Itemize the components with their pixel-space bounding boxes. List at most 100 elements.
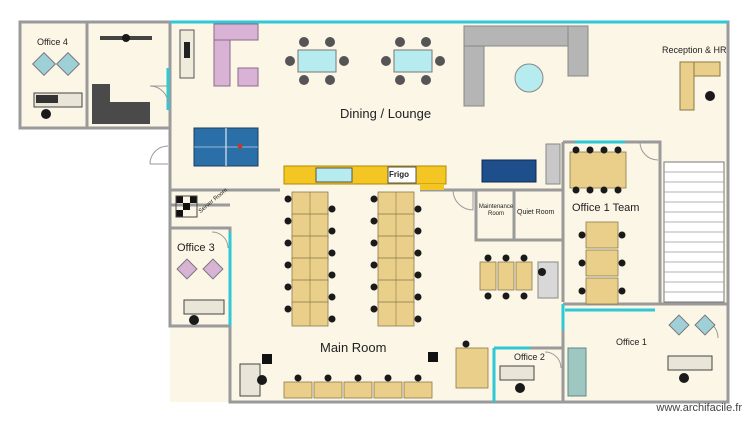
server-room-furniture — [175, 195, 198, 218]
armchair-icon — [668, 314, 690, 336]
chair-icon — [414, 374, 422, 382]
chair-icon — [484, 292, 492, 300]
column-icon — [262, 354, 272, 364]
desk-icon — [585, 249, 619, 277]
printer-icon — [537, 261, 559, 299]
sofa-icon — [567, 347, 587, 397]
door-swing-icon[interactable] — [149, 85, 719, 369]
desk-icon — [497, 261, 515, 291]
column-icon — [428, 352, 438, 362]
chair-icon — [572, 146, 580, 154]
dining-table-left — [285, 37, 349, 85]
chair-icon — [370, 195, 378, 203]
room-label-office-4: Office 4 — [37, 37, 68, 47]
chair-icon — [284, 305, 292, 313]
office-3-furniture — [176, 258, 225, 325]
staircase-icon — [663, 161, 725, 303]
chair-icon — [614, 146, 622, 154]
desk-icon — [479, 261, 497, 291]
armchair-icon — [176, 258, 198, 280]
chair-icon — [578, 259, 586, 267]
chair-icon — [354, 374, 362, 382]
chair-icon — [414, 293, 422, 301]
desk-icon — [667, 355, 713, 371]
desk-icon — [585, 221, 619, 249]
room-label-reception-hr: Reception & HR — [662, 45, 727, 55]
chair-icon — [328, 293, 336, 301]
chair-icon — [370, 305, 378, 313]
armchair-icon — [694, 314, 716, 336]
chair-icon — [284, 217, 292, 225]
sofa-icon — [213, 23, 259, 41]
chair-icon — [384, 374, 392, 382]
chair-icon — [294, 374, 302, 382]
desk-icon — [283, 381, 313, 399]
chair-icon — [600, 186, 608, 194]
coffee-table-icon — [514, 63, 544, 93]
desk-icon — [343, 381, 373, 399]
sofa-icon — [92, 84, 110, 124]
chair-icon — [414, 271, 422, 279]
chair-icon — [328, 249, 336, 257]
room-label-office-1: Office 1 — [616, 337, 647, 347]
office-1-furniture — [567, 314, 716, 397]
chair-icon — [572, 186, 580, 194]
chair-icon — [414, 315, 422, 323]
desk-icon — [455, 347, 489, 389]
desk-icon — [499, 365, 535, 381]
chair-icon — [705, 91, 715, 101]
floors — [20, 22, 728, 402]
chair-icon — [41, 109, 51, 119]
chair-icon — [284, 283, 292, 291]
room-label-quiet-room: Quiet Room — [517, 209, 555, 216]
chair-icon — [189, 315, 199, 325]
chair-icon — [462, 340, 470, 348]
chair-icon — [284, 239, 292, 247]
room-label-office-3: Office 3 — [177, 242, 215, 254]
room-label-office-1-team: Office 1 Team — [572, 202, 640, 214]
desk-icon — [569, 151, 627, 189]
desk-icon — [515, 261, 533, 291]
chair-icon — [502, 254, 510, 262]
chair-icon — [502, 292, 510, 300]
chair-icon — [614, 186, 622, 194]
armchair-icon — [55, 51, 81, 77]
lamp-icon — [122, 34, 130, 42]
chair-icon — [520, 292, 528, 300]
floor-main — [170, 190, 563, 402]
chair-icon — [618, 231, 626, 239]
office-4-furniture — [31, 34, 152, 124]
chair-icon — [618, 287, 626, 295]
chair-icon — [414, 249, 422, 257]
dining-furniture — [179, 23, 721, 190]
room-label-office-2: Office 2 — [514, 352, 545, 362]
chair-icon — [578, 287, 586, 295]
fridge-icon — [387, 166, 417, 184]
chair-icon — [679, 373, 689, 383]
chair-icon — [370, 239, 378, 247]
desk-icon — [183, 299, 225, 315]
chair-icon — [520, 254, 528, 262]
sofa-icon — [108, 102, 150, 124]
armchair-icon — [31, 51, 57, 77]
chair-icon — [586, 146, 594, 154]
monitor-icon — [36, 95, 58, 103]
desk-layer — [283, 146, 627, 399]
glass-walls — [166, 20, 728, 402]
chair-icon — [484, 254, 492, 262]
chair-icon — [328, 205, 336, 213]
chair-icon — [578, 231, 586, 239]
watermark[interactable]: www.archifacile.fr — [656, 402, 742, 414]
chair-icon — [370, 217, 378, 225]
chair-icon — [618, 259, 626, 267]
chair-icon — [414, 205, 422, 213]
chair-icon — [284, 195, 292, 203]
sink-icon — [315, 167, 353, 183]
chair-icon — [586, 186, 594, 194]
sofa-icon — [481, 159, 537, 183]
armchair-icon — [202, 258, 224, 280]
desk-icon — [313, 381, 343, 399]
chair-icon — [328, 315, 336, 323]
table-icon — [297, 49, 337, 73]
